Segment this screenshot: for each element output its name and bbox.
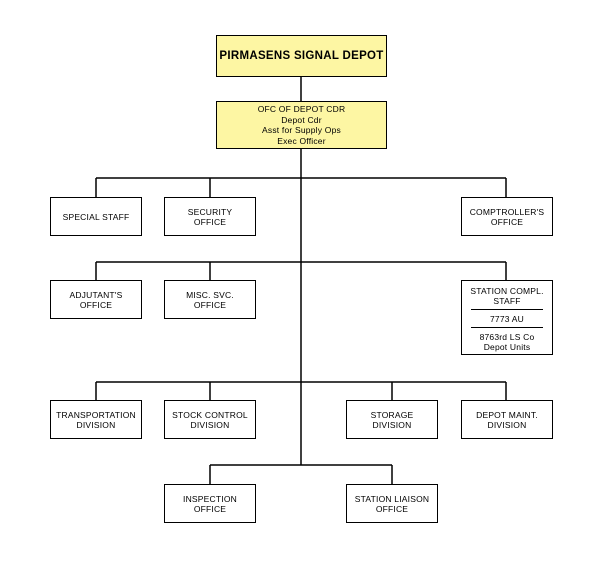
storage-division-line2: DIVISION (372, 419, 412, 430)
station-compl-staff-line1: STATION COMPL. (470, 286, 544, 296)
ls-co-label: 8763rd LS Co (479, 332, 535, 342)
depot-units-label: Depot Units (483, 342, 531, 352)
storage-division-line1: STORAGE (370, 409, 414, 420)
special-staff-label: SPECIAL STAFF (62, 211, 130, 222)
comptroller-office-line1: COMPTROLLER'S (469, 206, 545, 217)
divider (471, 327, 543, 328)
stock-control-division-line2: DIVISION (190, 419, 230, 430)
adjutant-office-line1: ADJUTANT'S (69, 289, 123, 300)
security-office-box: SECURITY OFFICE (164, 197, 256, 236)
comptroller-office-line2: OFFICE (490, 216, 524, 227)
misc-svc-office-line1: MISC. SVC. (186, 289, 234, 300)
asst-supply-ops-label: Asst for Supply Ops (262, 125, 341, 135)
inspection-office-line2: OFFICE (193, 503, 227, 514)
inspection-office-line1: INSPECTION (183, 493, 237, 504)
depot-title: PIRMASENS SIGNAL DEPOT (219, 50, 384, 62)
comptroller-office-box: COMPTROLLER'S OFFICE (461, 197, 553, 236)
stock-control-division-line1: STOCK CONTROL (172, 409, 248, 420)
depot-maint-division-line1: DEPOT MAINT. (476, 409, 538, 420)
adjutant-office-line2: OFFICE (79, 299, 113, 310)
station-compl-staff-line2: STAFF (493, 296, 521, 306)
exec-officer-label: Exec Officer (277, 135, 326, 146)
storage-division-box: STORAGE DIVISION (346, 400, 438, 439)
transportation-division-box: TRANSPORTATION DIVISION (50, 400, 142, 439)
station-liaison-office-box: STATION LIAISON OFFICE (346, 484, 438, 523)
unit-7773-au-label: 7773 AU (489, 314, 524, 324)
misc-svc-office-line2: OFFICE (193, 299, 227, 310)
depot-title-box: PIRMASENS SIGNAL DEPOT (216, 35, 387, 77)
transportation-division-line1: TRANSPORTATION (56, 409, 136, 420)
transportation-division-line2: DIVISION (76, 419, 116, 430)
station-liaison-office-line1: STATION LIAISON (354, 493, 430, 504)
misc-svc-office-box: MISC. SVC. OFFICE (164, 280, 256, 319)
commander-office-title: OFC OF DEPOT CDR (257, 104, 346, 114)
security-office-line2: OFFICE (193, 216, 227, 227)
security-office-line1: SECURITY (187, 206, 233, 217)
stock-control-division-box: STOCK CONTROL DIVISION (164, 400, 256, 439)
divider (471, 309, 543, 310)
station-compl-staff-box: STATION COMPL. STAFF 7773 AU 8763rd LS C… (461, 280, 553, 355)
depot-maint-division-line2: DIVISION (487, 419, 527, 430)
depot-cdr-label: Depot Cdr (281, 114, 322, 125)
station-liaison-office-line2: OFFICE (375, 503, 409, 514)
depot-commander-office-box: OFC OF DEPOT CDR Depot Cdr Asst for Supp… (216, 101, 387, 149)
special-staff-box: SPECIAL STAFF (50, 197, 142, 236)
inspection-office-box: INSPECTION OFFICE (164, 484, 256, 523)
adjutant-office-box: ADJUTANT'S OFFICE (50, 280, 142, 319)
depot-maint-division-box: DEPOT MAINT. DIVISION (461, 400, 553, 439)
